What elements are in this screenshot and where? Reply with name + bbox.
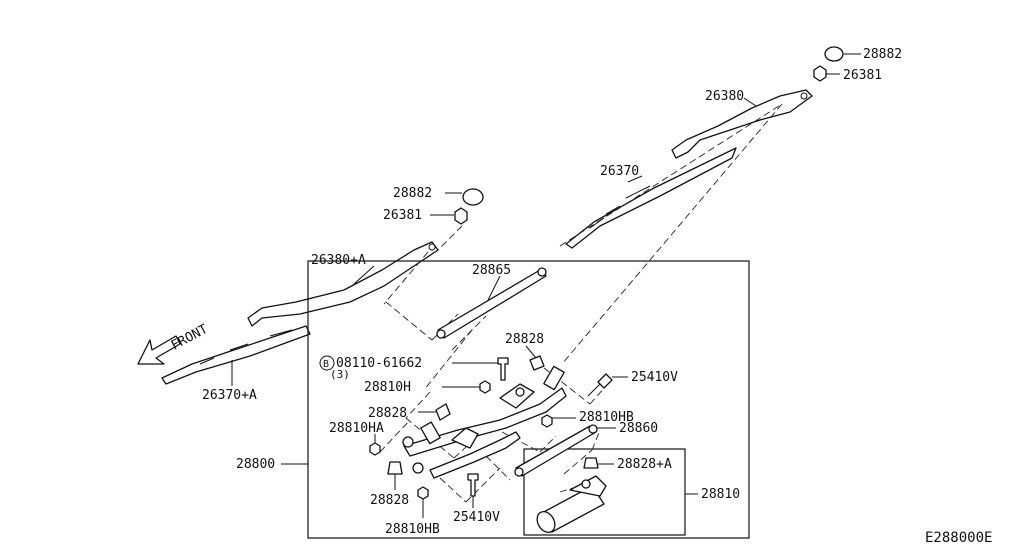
linkage-assembly-box — [307, 260, 750, 539]
label-bushing-motor: 28828+A — [617, 457, 672, 472]
bolt-spec: B 08110-61662 (3) — [319, 355, 422, 381]
label-nut-h: 28810H — [364, 380, 411, 395]
label-nut-left: 26381 — [383, 208, 422, 223]
bushing-motor-shape — [583, 457, 599, 469]
label-arm-right: 26380 — [705, 89, 744, 104]
pivot-nut-right — [813, 65, 827, 82]
drawing-number: E288000E — [925, 530, 992, 545]
label-bushing-a: 28828 — [505, 332, 544, 347]
bolt-bottom-shape — [467, 473, 479, 497]
label-bushing-c: 28828 — [370, 493, 409, 508]
front-direction-arrow — [137, 335, 181, 365]
linkage-rod-lower — [514, 424, 616, 477]
small-parts — [369, 345, 628, 518]
bushing-b-shape — [435, 403, 451, 421]
label-arm-left: 26380+A — [311, 253, 366, 268]
pivot-cap-left — [462, 188, 484, 206]
label-cap-left: 28882 — [393, 186, 432, 201]
label-bolt-bottom: 25410V — [453, 510, 500, 525]
pivot-nut-left — [454, 207, 468, 225]
label-nut-hb-right: 28810HB — [579, 410, 634, 425]
wiper-arm-left — [247, 241, 439, 327]
front-label: FRONT — [169, 322, 211, 354]
nut-hb-right-shape — [541, 414, 553, 428]
bolt-spec-number: 08110-61662 — [336, 356, 422, 371]
label-rod-lower: 28860 — [619, 421, 658, 436]
label-blade-right: 26370 — [600, 164, 639, 179]
linkage-rod-upper — [436, 267, 547, 339]
label-assembly: 28800 — [236, 457, 275, 472]
label-blade-left: 26370+A — [202, 388, 257, 403]
bolt-spec-symbol: B — [323, 359, 329, 370]
bolt-spec-qty: (3) — [330, 368, 350, 381]
pivot-cap-right — [824, 46, 844, 62]
label-cap-right: 28882 — [863, 47, 902, 62]
label-nut-ha: 28810HA — [329, 421, 384, 436]
wiper-motor — [536, 475, 607, 533]
label-nut-hb-bottom: 28810HB — [385, 522, 440, 537]
label-nut-right: 26381 — [843, 68, 882, 83]
wiper-blade-right — [565, 147, 737, 249]
bushing-a-shape — [529, 355, 545, 371]
motor-box — [523, 448, 686, 536]
wiper-blade-left — [161, 325, 311, 385]
nut-h-shape — [479, 380, 491, 394]
pivot-frame — [402, 365, 567, 479]
bolt-b-shape — [497, 357, 509, 381]
label-rod-upper: 28865 — [472, 263, 511, 278]
bolt-right-shape — [597, 373, 613, 389]
left-wiper-group — [161, 188, 484, 386]
bushing-c-shape — [387, 461, 403, 475]
label-bushing-b: 28828 — [368, 406, 407, 421]
nut-hb-bottom-shape — [417, 486, 429, 500]
label-bolt-right: 25410V — [631, 370, 678, 385]
label-motor: 28810 — [701, 487, 740, 502]
nut-ha-shape — [369, 442, 381, 456]
